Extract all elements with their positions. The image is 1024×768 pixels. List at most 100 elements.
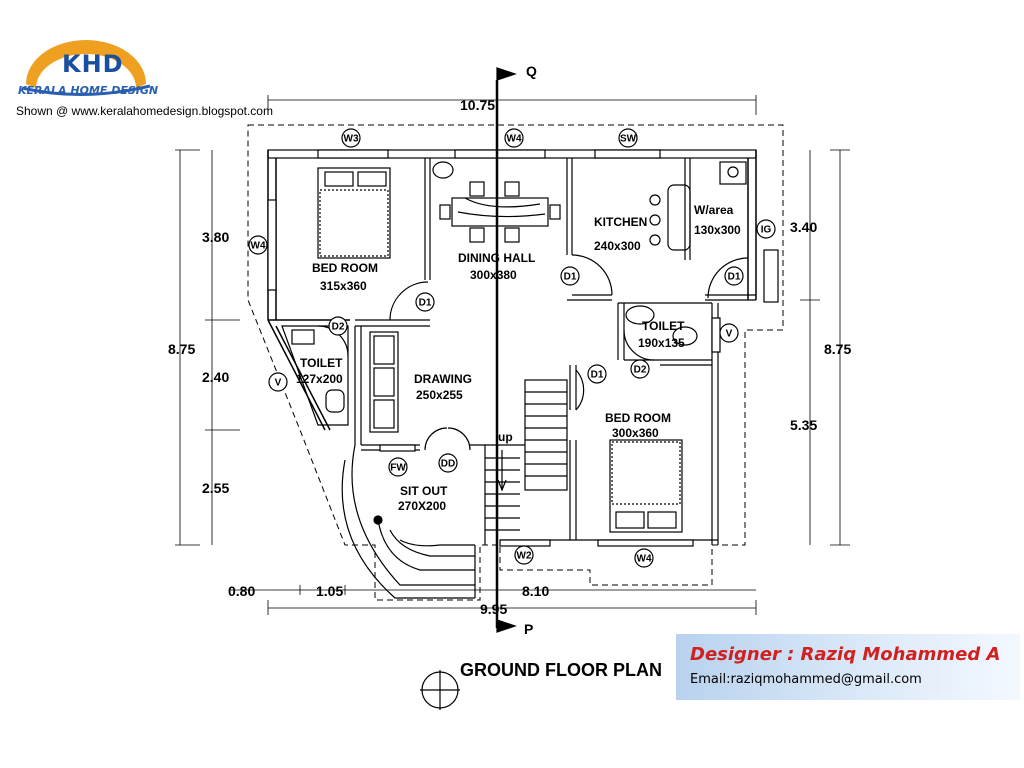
room-drawing-name: DRAWING [414,372,472,386]
source-url: Shown @ www.keralahomedesign.blogspot.co… [16,104,273,118]
tag-v_left: V [275,378,282,389]
window-v-right [711,317,721,353]
kitchen-counter [667,184,691,251]
dim-bottom-2: 1.05 [316,583,343,599]
room-kitchen-name: KITCHEN [594,215,647,229]
sitout-steps [341,444,476,599]
tag-w3: W3 [344,134,359,145]
bed1 [317,167,391,259]
room-dining-size: 300x380 [470,268,517,282]
door-swing-d1-kit-left [571,254,613,296]
tag-circle-w4_top [504,128,524,148]
room-toilet1-size: 127x200 [296,372,343,386]
room-drawing-size: 250x255 [416,388,463,402]
toilet1-basin [291,329,315,345]
tag-circle-d1_kit_left [560,266,580,286]
toilet1-walls [281,325,362,445]
tag-v_right: V [726,329,733,340]
tag-circle-d2_toilet2 [630,359,650,379]
tag-circle-d2_toilet1 [328,316,348,336]
dining-table [451,197,549,227]
tag-w4_bottom: W4 [637,554,652,565]
door-swing-d1-bed2 [575,369,585,411]
staircase [485,379,568,531]
wash-basin-dining [432,161,454,179]
tag-d1_bed2: D1 [591,370,604,381]
toilet1-wc [325,389,345,413]
tag-d1_kit_left: D1 [564,272,577,283]
tag-circle-fw [388,457,408,477]
tag-d2_toilet1: D2 [332,322,345,333]
room-toilet2-name: TOILET [642,319,685,333]
section-top: Q [526,63,537,79]
tag-d1_bed: D1 [419,298,432,309]
dim-right-1: 3.40 [790,219,817,235]
room-kitchen-size: 240x300 [594,239,641,253]
dim-left-2: 2.40 [202,369,229,385]
tag-circle-w3 [341,128,361,148]
tag-circle-w2 [514,545,534,565]
tag-circle-v_left [268,372,288,392]
room-bedroom1-size: 315x360 [320,279,367,293]
window-w4-bottom [597,539,694,547]
section-bottom: P [524,621,533,637]
designer-name: Designer : Raziq Mohammed A [690,644,1001,665]
tag-d2_toilet2: D2 [634,365,647,376]
tag-w4_left: W4 [251,241,266,252]
stair-label: up [498,430,513,444]
window-sw [594,149,661,159]
door-swing-d1-bed [389,281,429,321]
dim-left-3: 2.55 [202,480,229,496]
window-w4-top [454,149,546,159]
window-w4-left [267,199,277,291]
dim-right-2: 5.35 [790,417,817,433]
room-toilet1-name: TOILET [300,356,343,370]
kitchen-sink [719,161,747,185]
tag-circle-d1_bed2 [587,364,607,384]
tag-circle-w4_left [248,235,268,255]
tag-circle-sw [618,128,638,148]
logo-subtitle: KERALA HOME DESIGN [18,84,159,97]
tag-ig: IG [761,225,772,236]
bedroom1-walls [355,158,431,327]
tag-circle-w4_bottom [634,548,654,568]
window-fw [379,444,416,452]
tag-w2: W2 [517,551,532,562]
door-swing-dd [424,427,471,451]
tag-circle-d1_kit_right [724,266,744,286]
tag-circle-v_right [719,323,739,343]
column-marker [373,515,383,525]
tag-circle-ig [756,219,776,239]
bed2 [609,439,683,533]
toilet2-wc [672,326,698,346]
tag-circle-dd [438,453,458,473]
dim-bottom-1: 0.80 [228,583,255,599]
dim-right-total: 8.75 [824,341,851,357]
tag-w4_top: W4 [507,134,522,145]
sofa [369,331,399,433]
window-w3 [317,149,389,159]
tag-d1_kit_right: D1 [728,272,741,283]
plan-title: GROUND FLOOR PLAN [460,660,662,680]
designer-panel: Designer : Raziq Mohammed A Email:raziqm… [676,634,1020,700]
dim-top: 10.75 [460,97,495,113]
dim-left-1: 3.80 [202,229,229,245]
room-bedroom2-name: BED ROOM [605,411,671,425]
tag-sw: SW [620,134,637,145]
wash-basin-toilet2 [625,305,655,325]
tag-fw: FW [390,463,406,474]
dim-left-total: 8.75 [168,341,195,357]
plinth-outline [247,124,784,601]
dim-bottom: 9.95 [480,601,507,617]
logo-arc-icon [21,40,151,96]
dim-bottom-3: 8.10 [522,583,549,599]
door-swing-d1-kit-right [707,257,749,299]
ig-box [763,249,779,303]
window-w2 [499,539,551,547]
tag-circle-d1_bed [415,292,435,312]
room-bedroom2-size: 300x360 [612,426,659,440]
room-sitout-size: 270X200 [398,499,446,513]
room-sitout-name: SIT OUT [400,484,448,498]
room-workarea-size: 130x300 [694,223,741,237]
